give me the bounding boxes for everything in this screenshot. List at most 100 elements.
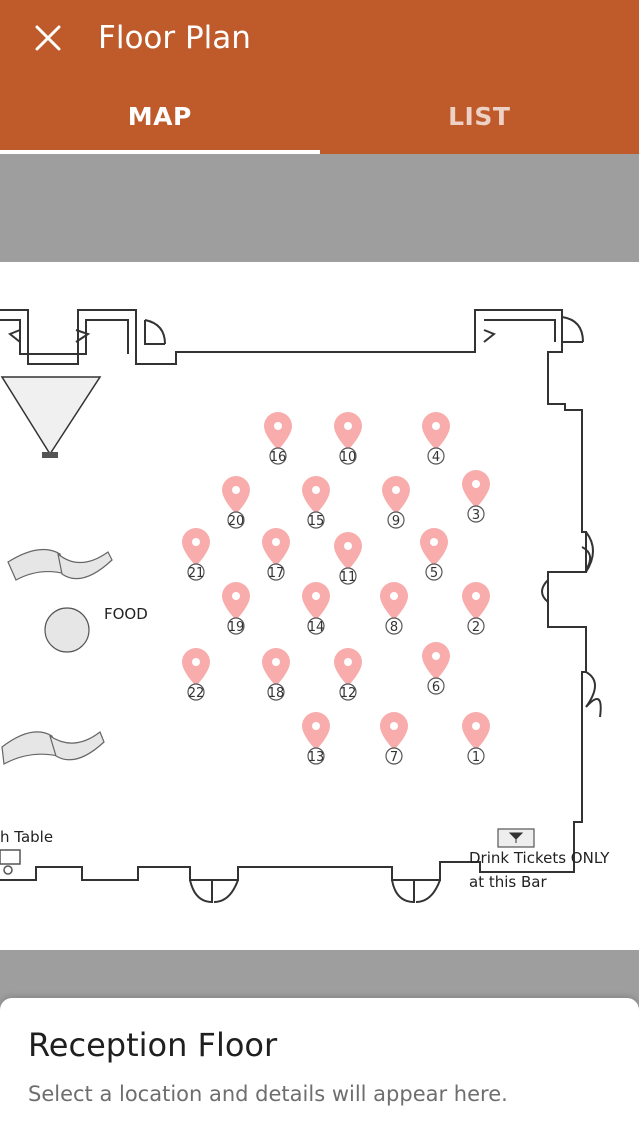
table-pin-18[interactable]: 18 [262, 648, 290, 701]
pin-number-ring [267, 563, 285, 581]
pin-number-label: 9 [392, 514, 400, 529]
pin-number-label: 14 [308, 620, 325, 635]
pin-marker-icon [334, 648, 362, 686]
table-pin-10[interactable]: 10 [334, 412, 362, 465]
pin-dot [472, 480, 480, 488]
table-pin-20[interactable]: 20 [222, 476, 250, 529]
table-pin-7[interactable]: 7 [380, 712, 408, 765]
table-pin-21[interactable]: 21 [182, 528, 210, 581]
pin-number-label: 6 [432, 680, 440, 695]
app-bar: Floor Plan MAP LIST [0, 0, 639, 154]
pin-marker-icon [262, 528, 290, 566]
pin-number-label: 20 [228, 514, 245, 529]
pin-dot [312, 486, 320, 494]
pin-dot [232, 592, 240, 600]
pin-marker-icon [222, 476, 250, 514]
tab-list[interactable]: LIST [320, 78, 639, 154]
pin-marker-icon [422, 412, 450, 450]
pin-number-label: 21 [188, 566, 205, 581]
pin-number-label: 16 [270, 450, 287, 465]
pin-number-ring [267, 683, 285, 701]
pin-number-ring [425, 563, 443, 581]
pin-dot [432, 422, 440, 430]
table-pin-19[interactable]: 19 [222, 582, 250, 635]
pin-number-label: 3 [472, 508, 480, 523]
pin-number-label: 15 [308, 514, 325, 529]
pin-marker-icon [302, 712, 330, 750]
pin-number-label: 17 [268, 566, 285, 581]
pin-number-ring [385, 617, 403, 635]
pin-number-ring [467, 747, 485, 765]
pin-number-ring [307, 511, 325, 529]
pin-marker-icon [420, 528, 448, 566]
pin-dot [274, 422, 282, 430]
tab-list-label: LIST [448, 101, 511, 131]
bar-label-line1: Drink Tickets ONLY [469, 849, 610, 867]
table-pin-6[interactable]: 6 [422, 642, 450, 695]
table-pin-13[interactable]: 13 [302, 712, 330, 765]
pin-marker-icon [302, 476, 330, 514]
pin-marker-icon [262, 648, 290, 686]
page-title: Floor Plan [98, 20, 251, 56]
table-pin-1[interactable]: 1 [462, 712, 490, 765]
pin-number-ring [387, 511, 405, 529]
curved-table-bottom [1, 731, 105, 765]
pin-marker-icon [264, 412, 292, 450]
pin-dot [344, 422, 352, 430]
pin-marker-icon [380, 712, 408, 750]
pin-number-label: 12 [340, 686, 357, 701]
pin-dot [192, 538, 200, 546]
pin-dot [430, 538, 438, 546]
table-pin-17[interactable]: 17 [262, 528, 290, 581]
curved-table-top [7, 548, 113, 581]
sheet-subtitle: Select a location and details will appea… [28, 1082, 508, 1106]
pin-number-label: 7 [390, 750, 398, 765]
bar-icon [497, 828, 535, 848]
table-pin-14[interactable]: 14 [302, 582, 330, 635]
tab-map[interactable]: MAP [0, 78, 320, 154]
pin-marker-icon [222, 582, 250, 620]
pin-number-ring [227, 511, 245, 529]
pin-number-label: 19 [228, 620, 245, 635]
pin-dot [312, 592, 320, 600]
pin-number-ring [269, 447, 287, 465]
pin-number-ring [467, 505, 485, 523]
pin-number-ring [339, 567, 357, 585]
table-pin-15[interactable]: 15 [302, 476, 330, 529]
food-table [44, 607, 90, 653]
pin-marker-icon [462, 582, 490, 620]
table-pin-8[interactable]: 8 [380, 582, 408, 635]
tab-indicator [0, 150, 320, 154]
pin-number-label: 10 [340, 450, 357, 465]
table-icon [0, 849, 21, 875]
pin-marker-icon [462, 712, 490, 750]
table-pin-4[interactable]: 4 [422, 412, 450, 465]
pin-number-label: 22 [188, 686, 205, 701]
table-pin-12[interactable]: 12 [334, 648, 362, 701]
table-pin-11[interactable]: 11 [334, 532, 362, 585]
table-pin-22[interactable]: 22 [182, 648, 210, 701]
pin-number-label: 2 [472, 620, 480, 635]
table-pin-5[interactable]: 5 [420, 528, 448, 581]
close-button[interactable] [22, 18, 74, 58]
details-sheet: Reception Floor Select a location and de… [0, 998, 639, 1136]
pin-number-label: 1 [472, 750, 480, 765]
close-icon [35, 25, 61, 51]
pin-number-ring [427, 677, 445, 695]
table-pin-9[interactable]: 9 [382, 476, 410, 529]
table-pin-2[interactable]: 2 [462, 582, 490, 635]
pin-marker-icon [182, 648, 210, 686]
tab-bar: MAP LIST [0, 78, 639, 154]
pin-marker-icon [302, 582, 330, 620]
pin-dot [390, 722, 398, 730]
pin-marker-icon [182, 528, 210, 566]
pin-number-ring [467, 617, 485, 635]
floor-plan-svg[interactable]: FOOD h Table Drink Tickets ONLY at this … [0, 262, 639, 950]
pin-dot [390, 592, 398, 600]
table-pin-16[interactable]: 16 [264, 412, 292, 465]
floor-plan-map[interactable]: FOOD h Table Drink Tickets ONLY at this … [0, 262, 639, 950]
pin-number-label: 5 [430, 566, 438, 581]
pin-number-ring [187, 683, 205, 701]
pin-dot [472, 592, 480, 600]
table-pin-3[interactable]: 3 [462, 470, 490, 523]
